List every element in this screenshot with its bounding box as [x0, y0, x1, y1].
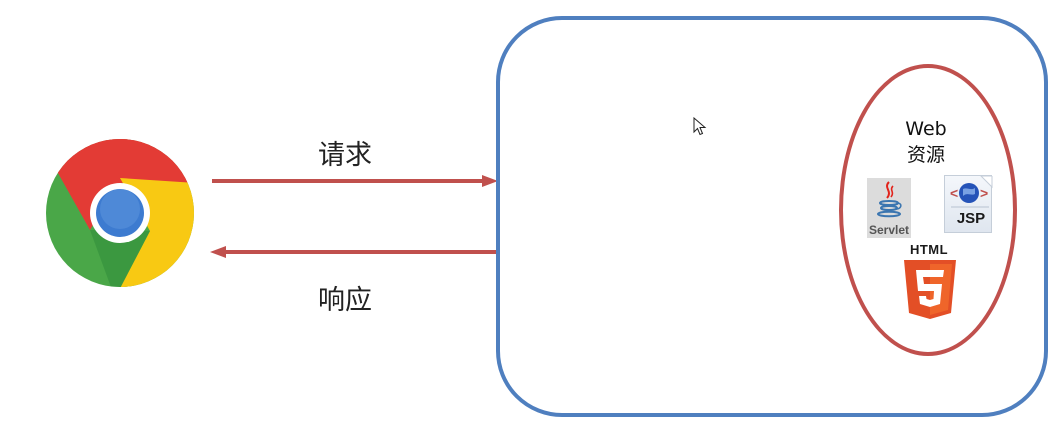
chrome-browser-icon	[46, 139, 194, 287]
request-arrow	[212, 175, 498, 187]
web-resources-title-line2: 资源	[906, 144, 945, 166]
servlet-label: Servlet	[868, 223, 910, 237]
html5-label: HTML	[909, 242, 949, 257]
request-label: 请求	[318, 140, 372, 171]
web-server-box	[496, 16, 1048, 417]
response-label: 响应	[318, 285, 372, 316]
mouse-cursor-icon	[693, 117, 707, 136]
jsp-file-icon: < > JSP	[944, 175, 993, 233]
web-resources-ellipse	[839, 64, 1017, 356]
web-resources-title: Web 资源	[870, 116, 982, 168]
response-arrow	[210, 246, 498, 258]
svg-text:>: >	[980, 185, 988, 201]
html5-icon	[904, 260, 956, 319]
jsp-label: JSP	[956, 210, 986, 227]
svg-text:<: <	[950, 185, 958, 201]
web-resources-title-line1: Web	[905, 118, 947, 140]
servlet-java-icon: Servlet	[867, 178, 911, 238]
